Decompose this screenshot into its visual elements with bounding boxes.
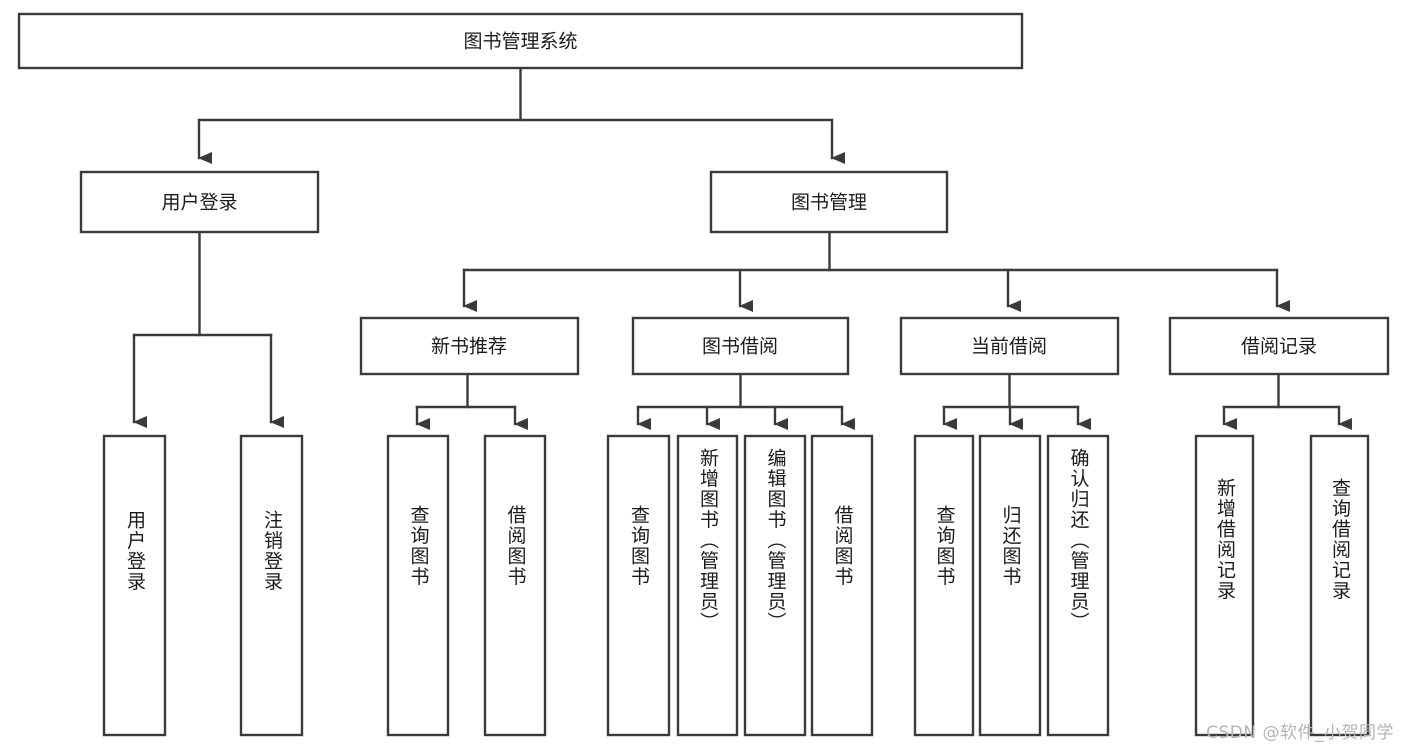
- node-book-manage-label: 图书管理: [791, 192, 867, 214]
- node-leaf-query-record[interactable]: 查询借阅记录: [1309, 434, 1370, 737]
- node-leaf-borrow-book-1[interactable]: 借阅图书: [483, 434, 547, 737]
- node-leaf-add-book-label: 新增图书（管理员）: [697, 448, 719, 633]
- node-book-borrow[interactable]: 图书借阅: [631, 316, 850, 376]
- node-leaf-query-book-3[interactable]: 查询图书: [913, 434, 975, 737]
- node-leaf-user-login[interactable]: 用户登录: [102, 434, 167, 737]
- node-borrow-record[interactable]: 借阅记录: [1168, 316, 1390, 376]
- node-new-book-recommend[interactable]: 新书推荐: [359, 316, 580, 376]
- node-leaf-query-book-2[interactable]: 查询图书: [606, 434, 671, 737]
- node-leaf-edit-book-box[interactable]: [743, 434, 807, 737]
- node-leaf-return-book[interactable]: 归还图书: [978, 434, 1042, 737]
- node-leaf-user-logout-label: 注销登录: [261, 510, 283, 592]
- node-new-book-recommend-label: 新书推荐: [431, 336, 507, 358]
- node-current-borrow-box[interactable]: [899, 316, 1120, 376]
- node-root-box[interactable]: [17, 12, 1024, 70]
- node-leaf-add-record[interactable]: 新增借阅记录: [1194, 434, 1255, 737]
- node-leaf-return-book-label: 归还图书: [1000, 505, 1022, 587]
- node-book-borrow-box[interactable]: [631, 316, 850, 376]
- node-current-borrow-label: 当前借阅: [971, 336, 1047, 358]
- csdn-watermark: CSDN @软件_小贺同学: [1206, 723, 1394, 743]
- node-root[interactable]: 图书管理系统: [17, 12, 1024, 70]
- node-leaf-query-book-1-label: 查询图书: [408, 505, 430, 587]
- node-leaf-borrow-book-1-label: 借阅图书: [505, 505, 527, 587]
- node-leaf-query-book-2-label: 查询图书: [628, 505, 650, 587]
- node-leaf-confirm-return-box[interactable]: [1046, 434, 1110, 737]
- node-book-manage[interactable]: 图书管理: [709, 170, 949, 234]
- node-leaf-user-login-box[interactable]: [102, 434, 167, 737]
- node-root-label: 图书管理系统: [463, 31, 577, 53]
- node-leaf-add-book-box[interactable]: [676, 434, 739, 737]
- node-new-book-recommend-box[interactable]: [359, 316, 580, 376]
- node-leaf-query-book-1[interactable]: 查询图书: [386, 434, 450, 737]
- node-current-borrow[interactable]: 当前借阅: [899, 316, 1120, 376]
- node-user-login-label: 用户登录: [161, 192, 237, 214]
- node-leaf-add-book[interactable]: 新增图书（管理员）: [676, 434, 739, 737]
- node-user-login[interactable]: 用户登录: [79, 170, 320, 234]
- node-leaf-user-login-label: 用户登录: [124, 510, 146, 592]
- node-leaf-add-record-box[interactable]: [1194, 434, 1255, 737]
- node-borrow-record-box[interactable]: [1168, 316, 1390, 376]
- node-book-manage-box[interactable]: [709, 170, 949, 234]
- node-book-borrow-label: 图书借阅: [702, 336, 778, 358]
- node-leaf-user-logout-box[interactable]: [239, 434, 304, 737]
- node-leaf-confirm-return-label: 确认归还（管理员）: [1068, 448, 1090, 633]
- node-leaf-confirm-return[interactable]: 确认归还（管理员）: [1046, 434, 1110, 737]
- node-leaf-query-book-3-box[interactable]: [913, 434, 975, 737]
- node-leaf-borrow-book-1-box[interactable]: [483, 434, 547, 737]
- node-leaf-edit-book[interactable]: 编辑图书（管理员）: [743, 434, 807, 737]
- node-leaf-query-record-box[interactable]: [1309, 434, 1370, 737]
- node-leaf-query-record-label: 查询借阅记录: [1329, 478, 1351, 601]
- node-leaf-borrow-book-2-box[interactable]: [810, 434, 874, 737]
- node-leaf-borrow-book-2[interactable]: 借阅图书: [810, 434, 874, 737]
- node-leaf-query-book-3-label: 查询图书: [934, 505, 956, 587]
- node-leaf-user-logout[interactable]: 注销登录: [239, 434, 304, 737]
- node-leaf-add-record-label: 新增借阅记录: [1214, 478, 1236, 601]
- node-leaf-edit-book-label: 编辑图书（管理员）: [765, 448, 787, 633]
- node-leaf-query-book-2-box[interactable]: [606, 434, 671, 737]
- node-leaf-return-book-box[interactable]: [978, 434, 1042, 737]
- connector-layer: [132, 66, 1352, 430]
- node-borrow-record-label: 借阅记录: [1241, 336, 1317, 358]
- node-user-login-box[interactable]: [79, 170, 320, 234]
- node-leaf-query-book-1-box[interactable]: [386, 434, 450, 737]
- node-leaf-borrow-book-2-label: 借阅图书: [832, 505, 854, 587]
